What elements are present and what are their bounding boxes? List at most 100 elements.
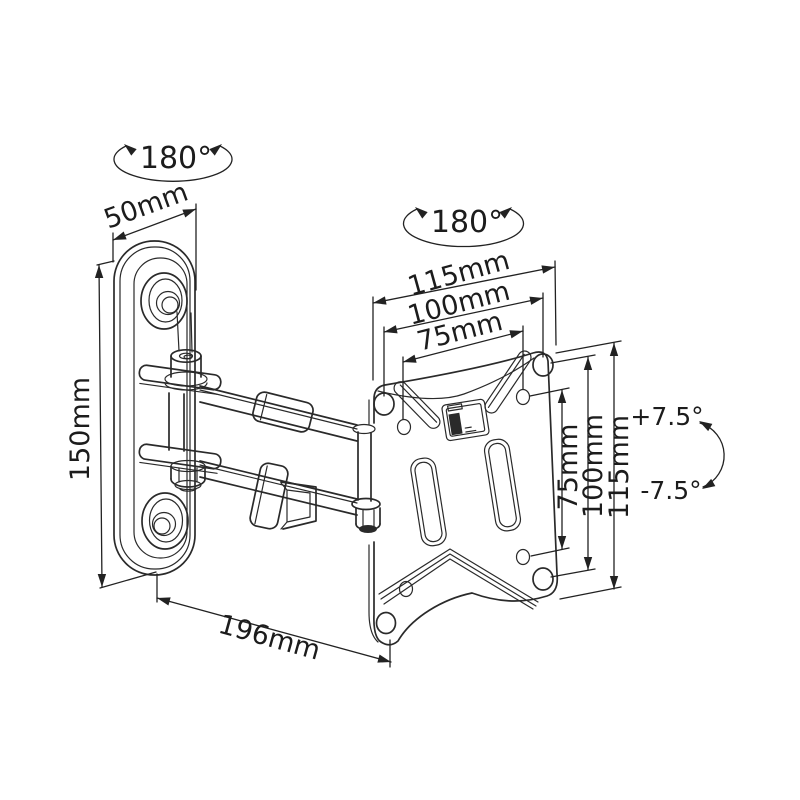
dim-196-extension-lines xyxy=(156,573,391,668)
bottom-hole-mid-ring xyxy=(148,498,184,543)
upper-clip-outline xyxy=(252,391,314,433)
tilt-annotation: +7.5° -7.5° xyxy=(630,402,725,505)
dimension-arm-reach: 196mm xyxy=(155,573,393,668)
slot-left-inner xyxy=(414,461,443,543)
lower-clip-band xyxy=(249,462,289,530)
dim-115w-line xyxy=(372,266,556,304)
rib-tr-outline xyxy=(484,350,532,414)
dimension-wall-height: 150mm xyxy=(65,260,157,589)
wall-plate-top-hole xyxy=(140,272,188,330)
rotation-label-right: 180° xyxy=(431,205,503,240)
vesa-hinge-nut-sides xyxy=(355,507,381,525)
lower-clip-band-edge xyxy=(254,465,268,525)
nut-washer xyxy=(174,479,202,491)
chevron-line-1 xyxy=(378,548,539,603)
rotation-symbol-vesa-plate: 180° xyxy=(402,203,525,248)
hinge-upper-flange xyxy=(138,364,222,395)
vesa-hinge-top-washer xyxy=(352,423,376,435)
dim-150-line xyxy=(98,264,103,588)
rotation-label-left: 180° xyxy=(140,141,212,176)
upper-clip-edge xyxy=(259,393,268,421)
inner-hole-bottom-right xyxy=(515,548,531,566)
inner-hole-top-left xyxy=(396,418,412,436)
slot-left-outer xyxy=(410,457,447,547)
nut-facets xyxy=(178,467,198,483)
rotation-ellipse-left xyxy=(113,145,233,182)
slot-right-outer xyxy=(483,438,522,532)
vesa-plate-thickness xyxy=(368,399,379,643)
dim-50-line xyxy=(112,208,197,241)
wall-plate-bottom-hole xyxy=(141,492,189,550)
vesa-rib-top-right xyxy=(484,350,532,414)
vesa-rib-top-left xyxy=(393,381,441,429)
logo-plate-inner xyxy=(445,403,486,437)
dim-75w-line xyxy=(402,330,524,363)
vesa-plate-top-crease xyxy=(377,357,535,400)
vesa-bottom-chevron-rib xyxy=(378,548,539,610)
top-hole-bore xyxy=(155,290,181,316)
tilt-label-down: -7.5° xyxy=(640,476,701,505)
hinge-column xyxy=(168,392,185,452)
nut-sides xyxy=(170,465,206,480)
rib-tl-outline xyxy=(393,381,441,429)
lower-clip-box-opening xyxy=(280,482,311,530)
rotation-symbol-wall-plate: 180° xyxy=(113,140,233,182)
vesa-slot-right xyxy=(483,438,522,532)
bottom-hole-bore xyxy=(151,511,177,537)
rotation-ellipse-right xyxy=(402,208,525,248)
dim-label-150mm: 150mm xyxy=(65,377,96,481)
vesa-inner-holes xyxy=(396,388,531,598)
lower-arm-top-detail xyxy=(199,464,358,504)
vesa-plate-outline xyxy=(373,351,559,646)
top-hole-bore-inner xyxy=(161,296,179,314)
dim-label-50mm: 50mm xyxy=(100,177,192,236)
logo-plate-ticks xyxy=(464,426,477,433)
dim-50-extension-lines xyxy=(112,203,197,291)
wall-plate-outer-outline xyxy=(113,240,196,576)
dim-label-196mm: 196mm xyxy=(215,609,324,667)
inner-hole-bottom-left xyxy=(398,580,414,598)
dim-label-115mm-right: 115mm xyxy=(604,415,635,519)
dim-100w-line xyxy=(383,297,544,333)
dim-150-extension-lines xyxy=(96,260,157,589)
bottom-hole-outer-ring xyxy=(141,492,189,550)
hinge-stud-lines xyxy=(176,311,193,353)
hinge-lock-nut xyxy=(170,459,206,492)
vesa-hinge xyxy=(351,423,381,533)
upper-arm-cable-clip xyxy=(252,391,314,433)
dim-100w-extension-lines xyxy=(383,292,544,397)
vesa-plate xyxy=(368,350,559,646)
vesa-hinge-end-cap xyxy=(359,525,377,533)
logo-plate-tab xyxy=(447,403,463,412)
hinge-lower-flange xyxy=(138,443,222,474)
lower-arm-top-edge xyxy=(199,460,358,500)
top-hole-outer-ring xyxy=(140,272,188,330)
dim-75w-extension-lines xyxy=(402,325,524,420)
upper-flange-plate xyxy=(138,364,222,391)
nut-bottom xyxy=(170,478,206,488)
vesa-slot-left xyxy=(410,457,447,547)
lower-flange-plate xyxy=(138,443,222,470)
logo-plate-barcode xyxy=(448,412,463,436)
corner-hole-bottom-right xyxy=(532,567,554,591)
wall-hinge-assembly xyxy=(138,311,222,492)
upper-arm-bottom-edge xyxy=(199,401,358,442)
bolt-hole-inner xyxy=(183,354,193,360)
wall-plate xyxy=(113,240,196,576)
dim-75h-extension-lines xyxy=(529,387,570,557)
dimension-plate-height-holes: 100mm xyxy=(550,354,609,578)
bottom-hole-bore-inner xyxy=(153,517,171,535)
rib-tr-line xyxy=(487,353,525,409)
lower-arm-bottom-edge xyxy=(199,476,358,516)
inner-hole-top-right xyxy=(515,388,531,406)
top-hole-mid-ring xyxy=(148,278,183,323)
dimension-plate-height-inner: 75mm xyxy=(529,387,584,557)
mounting-arm xyxy=(199,385,381,533)
lower-arm-cable-clip xyxy=(249,462,317,530)
dimension-plate-height-outer: 115mm xyxy=(555,340,635,600)
lower-clip-box xyxy=(280,481,317,530)
rotation-annotations: 180° 180° +7.5° -7.5° xyxy=(113,140,725,505)
corner-hole-bottom-left xyxy=(375,611,397,635)
rib-tl-line xyxy=(399,384,438,423)
upper-arm-top-detail xyxy=(199,389,358,430)
